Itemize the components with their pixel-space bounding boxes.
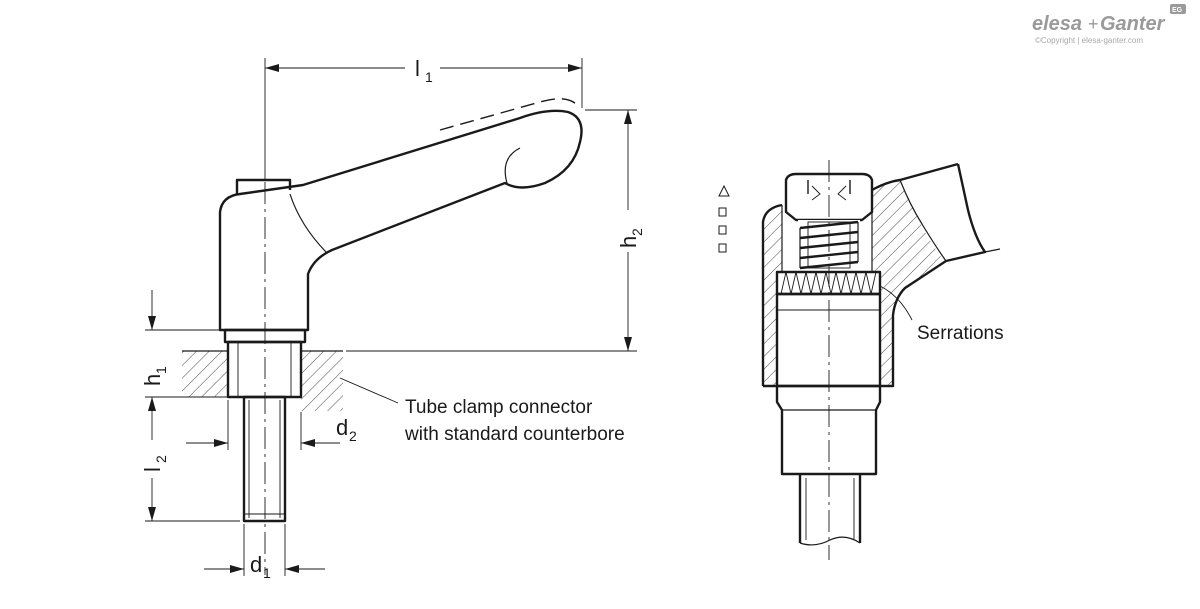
section-button	[784, 172, 874, 222]
dim-h1-sub: 1	[153, 366, 169, 374]
dim-l1-main: l	[415, 56, 420, 81]
lever-handle	[218, 109, 583, 332]
section-hatch-right	[872, 180, 945, 386]
section-connector	[775, 292, 882, 388]
dim-h2: h 2	[616, 228, 645, 248]
brand-name-left: elesa	[1032, 13, 1082, 35]
brand-badge-bg	[1170, 4, 1186, 14]
serrations-ring	[775, 270, 882, 296]
dim-l1-sub: 1	[425, 69, 433, 85]
dim-h2-sub: 2	[629, 228, 645, 236]
counterbore-right	[285, 350, 343, 411]
dim-h2-main: h	[616, 236, 641, 248]
threaded-stud	[242, 395, 287, 523]
symbol-column	[718, 184, 730, 253]
serrations-label: Serrations	[917, 323, 1004, 344]
lever-button	[235, 178, 292, 194]
dim-l2: l 2	[140, 455, 169, 472]
dim-d1: d 1	[250, 552, 271, 581]
section-stud	[798, 474, 862, 546]
tube-clamp-note: Tube clamp connector with standard count…	[404, 397, 625, 445]
dim-l1: l 1	[415, 56, 433, 85]
section-hatch-left	[763, 205, 782, 386]
dim-d1-main: d	[250, 552, 262, 577]
brand-logo: elesa + Ganter EG ©Copyright | elesa-gan…	[1032, 4, 1186, 45]
dim-l2-sub: 2	[153, 455, 169, 463]
brand-copyright: ©Copyright | elesa-ganter.com	[1035, 36, 1143, 45]
dim-d2: d 2	[336, 415, 357, 444]
tube-clamp-line1: Tube clamp connector	[405, 397, 593, 418]
triangle-symbol	[718, 184, 730, 197]
brand-plus: +	[1088, 14, 1099, 34]
lever-side-view	[145, 58, 637, 576]
brand-name-right: Ganter	[1100, 13, 1166, 35]
square-symbol-2	[718, 225, 727, 235]
dim-d1-sub: 1	[263, 565, 271, 581]
square-symbol-1	[718, 207, 727, 217]
square-symbol-3	[718, 243, 727, 253]
tube-clamp-line2: with standard counterbore	[404, 424, 625, 445]
dim-h1: h 1	[140, 366, 169, 386]
counterbore-left	[182, 350, 229, 397]
dim-d2-sub: 2	[349, 428, 357, 444]
dim-l2-main: l	[140, 467, 165, 472]
dim-h1-main: h	[140, 374, 165, 386]
brand-badge: EG	[1172, 7, 1183, 14]
dim-d2-main: d	[336, 415, 348, 440]
lever-section-view	[718, 160, 1001, 560]
spring	[781, 205, 873, 272]
tube-connector	[226, 340, 303, 399]
